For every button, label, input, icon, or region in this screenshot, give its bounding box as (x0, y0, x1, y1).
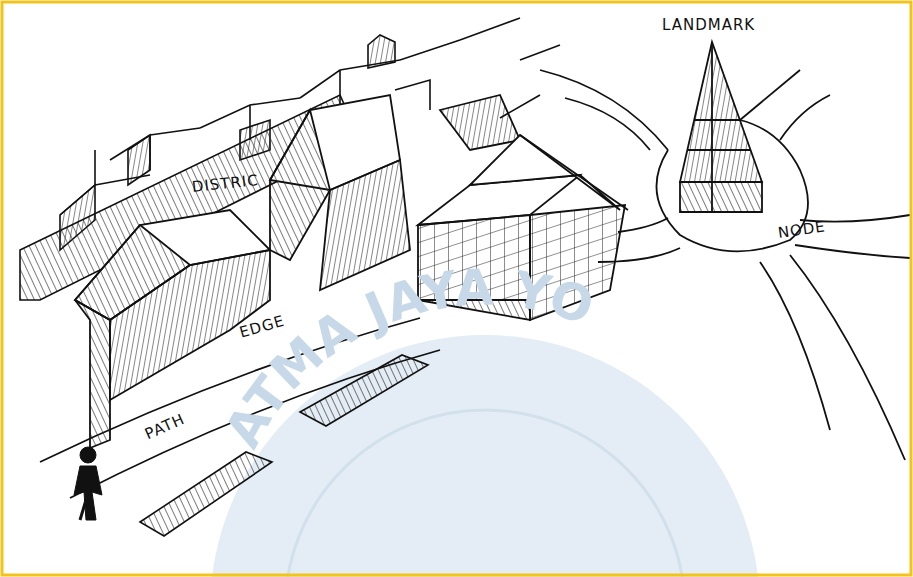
place-label: NODE (777, 219, 827, 241)
landmark-spire (680, 42, 762, 212)
district-buildings (20, 18, 560, 300)
place-label: LANDMARK (662, 18, 755, 33)
road-lines (40, 70, 910, 498)
watermark-arc-text: ATMA JAYA YO (214, 258, 601, 457)
watermark-text: ATMA JAYA YO (214, 258, 601, 457)
place-label: PATH (143, 412, 187, 443)
pedestrian-figure (74, 447, 102, 520)
